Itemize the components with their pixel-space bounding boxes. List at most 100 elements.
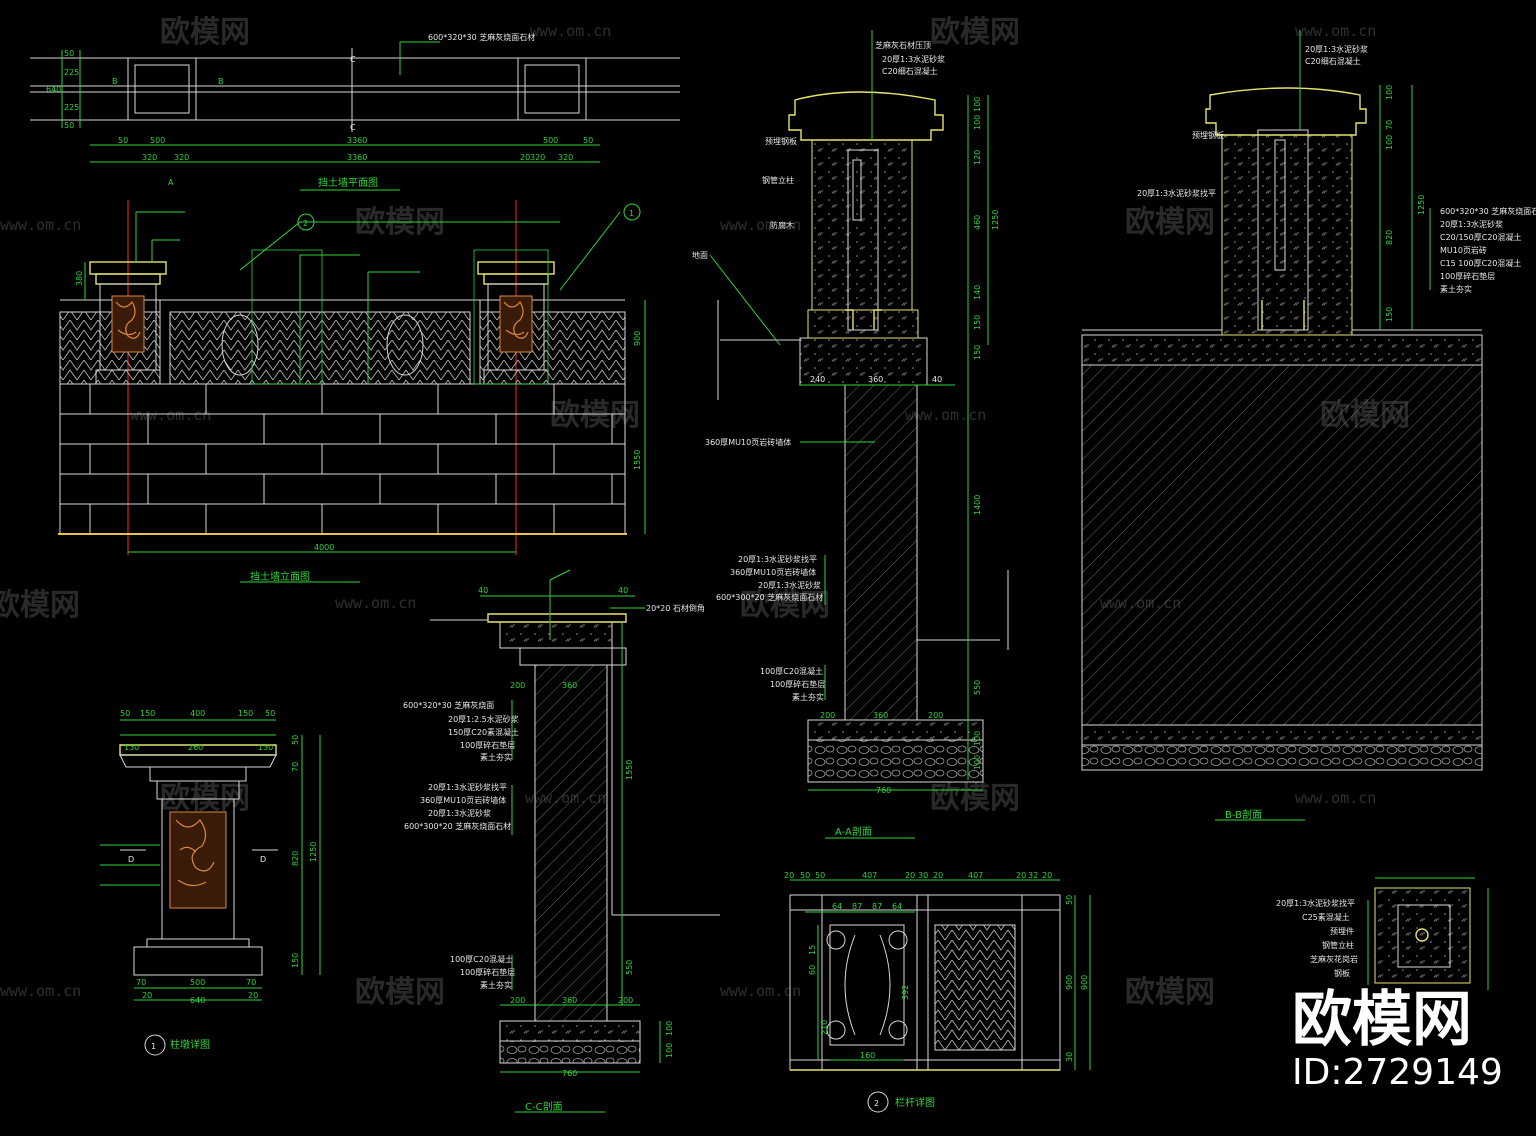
callout-circle-2 bbox=[297, 213, 315, 231]
aa-note: 100厚C20混凝土 bbox=[760, 666, 823, 676]
railing-dim-vertical: 60 bbox=[808, 965, 817, 975]
cc-note: 600*320*30 芝麻灰烧面 bbox=[403, 700, 494, 710]
aa-note: 600*300*20 芝麻灰烧面石材 bbox=[716, 592, 823, 602]
pillar-dim-right: 70 bbox=[291, 762, 300, 772]
aa-dim-top: 360 bbox=[868, 375, 883, 384]
plan-dim: 20 bbox=[520, 153, 530, 162]
railing-dim-top: 50 bbox=[800, 871, 810, 880]
model-id-text: ID:2729149 bbox=[1292, 1052, 1503, 1093]
callout-circle-1 bbox=[623, 203, 641, 221]
aa-dim-top: 40 bbox=[932, 375, 942, 384]
pillar-dim-inner: 130 bbox=[124, 743, 139, 752]
pillar-dim-bottom: 20 bbox=[142, 991, 152, 1000]
watermark-url: www.om.cn bbox=[0, 216, 81, 234]
section-mark-a: A bbox=[168, 178, 174, 187]
aa-dim-right: 1400 bbox=[973, 495, 982, 515]
cc-top-note: 20*20 石材倒角 bbox=[646, 603, 705, 613]
plan-pillar-left bbox=[127, 57, 197, 121]
pillar-dim-top: 150 bbox=[140, 709, 155, 718]
bb-left-note: 预埋钢板 bbox=[1192, 130, 1224, 140]
small-detail-note: C25素混凝土 bbox=[1302, 912, 1350, 922]
section-mark-c: C bbox=[350, 55, 356, 64]
aa-top-note: 20厚1:3水泥砂浆 bbox=[882, 54, 945, 64]
pillar-title: 柱墩详图 bbox=[170, 1038, 210, 1051]
railing-callout-circle bbox=[867, 1091, 889, 1113]
aa-section: 240 360 40 200 360 200 760 100 100 120 4… bbox=[692, 30, 1009, 839]
elevation-wall-height: 1550 bbox=[633, 450, 642, 470]
cc-dim: 760 bbox=[562, 1069, 577, 1078]
watermark-brand: 欧模网 bbox=[930, 15, 1020, 50]
railing-callout-number: 2 bbox=[874, 1099, 879, 1108]
aa-dim-top: 240 bbox=[810, 375, 825, 384]
bb-right-note: 600*320*30 芝麻灰烧面石材 bbox=[1440, 206, 1536, 216]
cc-note: 100厚碎石垫层 bbox=[460, 740, 515, 750]
pillar-dim-top: 150 bbox=[238, 709, 253, 718]
small-detail-note: 钢管立柱 bbox=[1322, 940, 1354, 950]
elevation-view: 4000 1550 900 380 2 1 挡土墙立面图 bbox=[58, 200, 646, 583]
railing-dim-top: 407 bbox=[862, 871, 877, 880]
railing-title: 栏杆详图 bbox=[895, 1096, 935, 1109]
plan-dim-left: 50 bbox=[64, 49, 74, 58]
aa-side-note: 地面 bbox=[692, 250, 708, 260]
cc-dim: 550 bbox=[625, 960, 634, 975]
aa-note: 360厚MU10页岩砖墙体 bbox=[730, 567, 816, 577]
cc-title: C-C剖面 bbox=[525, 1100, 563, 1113]
watermark-url: www.om.cn bbox=[720, 982, 801, 1000]
bb-dim: 100 bbox=[1385, 135, 1394, 150]
watermark-brand: 欧模网 bbox=[160, 15, 250, 50]
brand-logo-text: 欧模网 bbox=[1292, 985, 1472, 1055]
elevation-stone-wall bbox=[58, 383, 627, 535]
plan-top-note: 600*320*30 芝麻灰烧面石材 bbox=[428, 32, 535, 42]
cc-note: 20厚1:2.5水泥砂浆 bbox=[448, 714, 519, 724]
bb-dim: 1250 bbox=[1417, 195, 1426, 215]
aa-dim-right: 140 bbox=[973, 285, 982, 300]
pillar-dim-top: 50 bbox=[265, 709, 275, 718]
bb-title: B-B剖面 bbox=[1225, 808, 1262, 821]
aa-note: 素土夯实 bbox=[792, 692, 824, 702]
plan-dim: 3360 bbox=[347, 153, 367, 162]
plan-dim: 320 bbox=[142, 153, 157, 162]
plan-dim: 500 bbox=[150, 136, 165, 145]
railing-dim-inner: 64 bbox=[892, 902, 902, 911]
watermark-brand: 欧模网 bbox=[355, 975, 445, 1010]
elevation-overall-dim: 4000 bbox=[314, 543, 334, 552]
cc-dim: 1550 bbox=[625, 760, 634, 780]
aa-dim-right: 460 bbox=[973, 215, 982, 230]
bb-left-note: 20厚1:3水泥砂浆找平 bbox=[1137, 188, 1216, 198]
pillar-dim-bottom: 640 bbox=[190, 996, 205, 1005]
cc-dim: 100 bbox=[665, 1021, 674, 1036]
cc-note: 素土夯实 bbox=[480, 980, 512, 990]
plan-title: 挡土墙平面图 bbox=[318, 176, 378, 189]
watermark-brand: 欧模网 bbox=[740, 588, 830, 623]
railing-dim-vertical: 392 bbox=[901, 985, 910, 1000]
small-detail-note: 芝麻灰花岗岩 bbox=[1310, 954, 1358, 964]
pillar-callout-circle bbox=[144, 1034, 166, 1056]
watermark-url: www.om.cn bbox=[130, 406, 211, 424]
bb-top-note: C20细石混凝土 bbox=[1305, 56, 1361, 66]
watermark-url: www.om.cn bbox=[0, 982, 81, 1000]
cc-note: 素土夯实 bbox=[480, 752, 512, 762]
watermark-url: www.om.cn bbox=[720, 216, 801, 234]
aa-top-note: 芝麻灰石材压顶 bbox=[875, 40, 931, 50]
aa-note: 20厚1:3水泥砂浆找平 bbox=[738, 554, 817, 564]
railing-dim-top: 20 bbox=[933, 871, 943, 880]
railing-dim-top: 32 bbox=[1028, 871, 1038, 880]
plan-dim: 50 bbox=[118, 136, 128, 145]
aa-note: 100厚碎石垫层 bbox=[770, 679, 825, 689]
railing-dim-top: 50 bbox=[815, 871, 825, 880]
cc-dim: 200 bbox=[618, 996, 633, 1005]
railing-dim-top: 407 bbox=[968, 871, 983, 880]
plan-dim-left: 225 bbox=[64, 103, 79, 112]
aa-dim-right: 550 bbox=[973, 680, 982, 695]
bb-top-note: 20厚1:3水泥砂浆 bbox=[1305, 44, 1368, 54]
elevation-pillar-left bbox=[89, 261, 167, 385]
plan-pillar-right bbox=[517, 57, 587, 121]
bb-right-note: MU10页岩砖 bbox=[1440, 245, 1487, 255]
aa-dim-bottom: 760 bbox=[876, 786, 891, 795]
aa-side-note: 预埋钢板 bbox=[765, 136, 797, 146]
plan-dim: 3360 bbox=[347, 136, 367, 145]
small-post-detail: 20厚1:3水泥砂浆找平 C25素混凝土 预埋件 钢管立柱 芝麻灰花岗岩 钢板 bbox=[1276, 877, 1489, 990]
elevation-rail-height: 900 bbox=[633, 331, 642, 346]
aa-top-note: C20细石混凝土 bbox=[882, 66, 938, 76]
